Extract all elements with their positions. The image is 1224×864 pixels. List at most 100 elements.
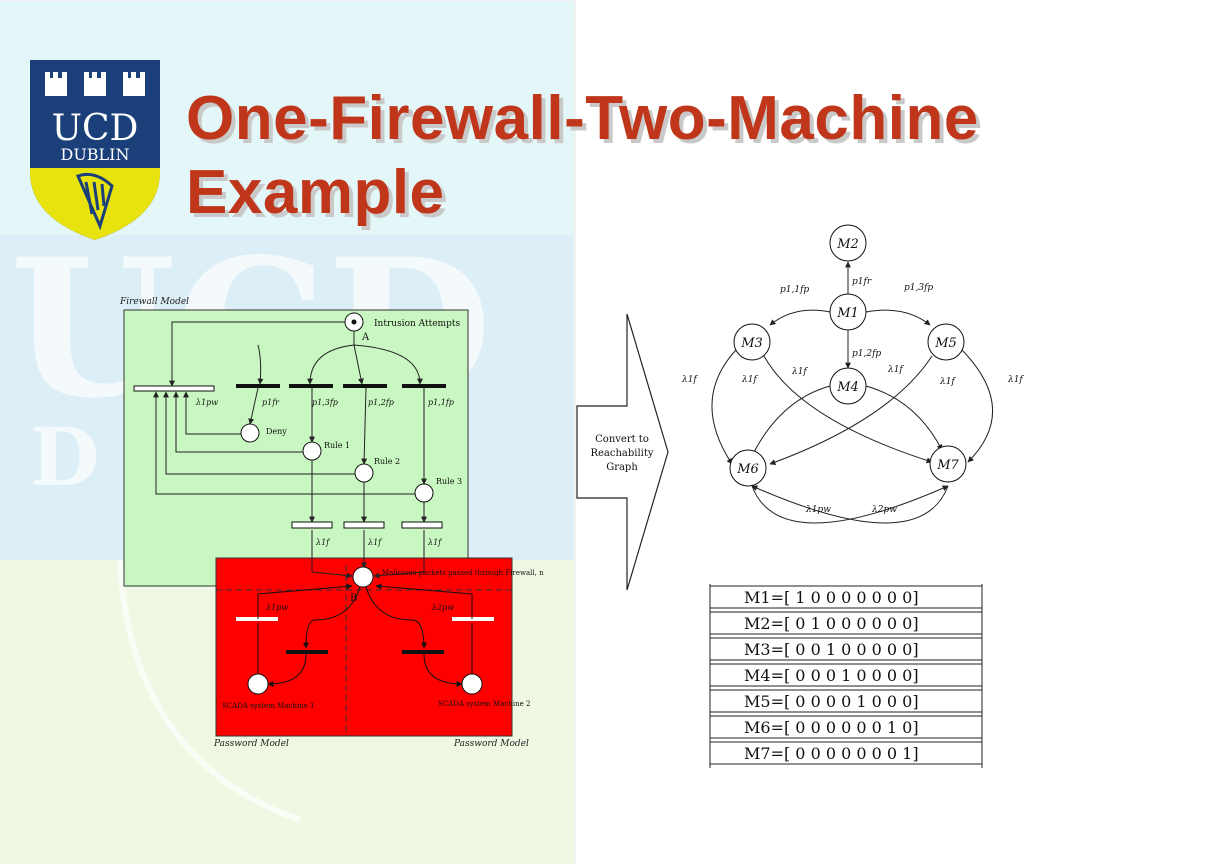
graph-node-m3-label: M3 [740,336,763,351]
place-rule2 [354,463,374,483]
transition-m1-pw [236,617,278,621]
t-lambda-pw-label: λ1pw [195,398,218,407]
place-malicious-label: Malicious packets passed through Firewal… [382,569,544,577]
place-rule1-label: Rule 1 [324,441,350,450]
marking-row [709,715,983,739]
place-rule3 [414,483,434,503]
marking-row-text: M6=[ 0 0 0 0 0 0 1 0] [744,718,919,737]
t-m1-lambda-label: λ1pw [265,603,288,612]
petri-net-diagram: Firewall Model Password Model Password M… [119,297,544,749]
marking-row [709,585,983,609]
place-b-label: B [350,593,357,604]
edge-label-lam-pw2: λ2pw [871,505,897,515]
place-deny [240,423,260,443]
marking-row [709,611,983,635]
logo-ucd-text: UCD [52,108,139,149]
t-p13-label: p1,3fp [312,398,338,407]
graph-node-m2: M2 [829,224,867,262]
firewall-model-label: Firewall Model [119,297,189,307]
svg-text:D: D [30,410,99,504]
edge-label-lam6: λ1f [1007,375,1024,385]
transition-lambda2 [343,521,385,529]
password-model-label-left: Password Model [213,739,289,749]
edge-label-lam5: λ1f [939,377,956,387]
t-p12-label: p1,2fp [368,398,394,407]
transition-p12 [343,384,387,388]
place-deny-label: Deny [266,427,287,436]
marking-row-text: M1=[ 1 0 0 0 0 0 0 0] [744,588,919,607]
castle-icon [45,72,145,96]
edge-label-p1fr: p1fr [852,277,872,287]
edge-label-lam-pw1: λ1pw [805,505,831,515]
marking-row-text: M5=[ 0 0 0 0 1 0 0 0] [744,692,919,711]
marking-row [709,663,983,687]
edge-label-lam1: λ1f [681,375,698,385]
logo-dublin-text: DUBLIN [60,145,129,164]
edge-label-lam2: λ1f [741,375,758,385]
marking-row-text: M4=[ 0 0 0 1 0 0 0 0] [744,666,919,685]
transition-pw [133,385,215,392]
place-b [352,566,374,588]
transition-lambda3 [401,521,443,529]
password-panel [215,557,513,737]
place-a-label: A [361,332,370,343]
marking-row [709,741,983,765]
graph-node-m7-label: M7 [936,458,959,473]
t-p11-label: p1,1fp [428,398,454,407]
password-model-label-right: Password Model [453,739,529,749]
slide-title: One-Firewall-Two-Machine Example [186,82,979,230]
transition-b-left [286,650,328,654]
transition-p13 [289,384,333,388]
marking-row-text: M2=[ 0 1 0 0 0 0 0 0] [744,614,919,633]
marking-row-text: M7=[ 0 0 0 0 0 0 0 1] [744,744,919,763]
t-lambda3-label: λ1f [427,538,443,547]
marking-row-text: M3=[ 0 0 1 0 0 0 0 0] [744,640,919,659]
graph-node-m4: M4 [829,367,867,405]
t-p1f-label: p1fr [262,398,280,407]
arrow-text-line1: Convert to [595,434,649,445]
graph-node-m3: M3 [733,323,771,361]
convert-arrow: Convert to Reachability Graph [576,313,669,591]
transition-p11 [402,384,446,388]
place-machine2-label: SCADA system Machine 2 [438,700,530,708]
place-machine1 [247,673,269,695]
place-machine1-label: SCADA system Machine 1 [222,702,314,710]
marking-table: M1=[ 1 0 0 0 0 0 0 0] M2=[ 0 1 0 0 0 0 0 … [709,584,983,768]
graph-node-m6-label: M6 [736,462,759,477]
graph-node-m5-label: M5 [934,336,957,351]
t-lambda1-label: λ1f [315,538,331,547]
marking-row [709,689,983,713]
graph-node-m6: M6 [729,449,767,487]
place-rule2-label: Rule 2 [374,457,400,466]
graph-node-m1: M1 [829,293,867,331]
edge-label-p13: p1,3fp [904,283,933,293]
arrow-text-line3: Graph [606,462,638,473]
graph-node-m2-label: M2 [836,237,859,252]
arrow-text-line2: Reachability [590,448,653,459]
place-rule3-label: Rule 3 [436,477,462,486]
t-lambda2-label: λ1f [367,538,383,547]
place-machine2 [461,673,483,695]
edge-label-lam3: λ1f [791,367,808,377]
firewall-panel [123,309,469,587]
transition-b-right [402,650,444,654]
graph-node-m4-label: M4 [836,380,859,395]
graph-node-m7: M7 [929,445,967,483]
edge-label-p11: p1,1fp [780,285,809,295]
transition-p1f [236,384,280,388]
place-intrusion-label: Intrusion Attempts [374,319,460,329]
graph-node-m5: M5 [927,323,965,361]
edge-label-lam4: λ1f [887,365,904,375]
reachability-graph: M2 M1 M3 M5 M4 M6 M7 p1fr p1,1fp p1,3fp … [681,224,1024,524]
edge-label-p12: p1,2fp [852,349,881,359]
transition-m2-pw [452,617,494,621]
t-m2-lambda-label: λ2pw [431,603,454,612]
marking-row [709,637,983,661]
transition-lambda1 [291,521,333,529]
ucd-logo: UCD DUBLIN [30,60,160,240]
graph-node-m1-label: M1 [836,306,859,321]
place-rule1 [302,441,322,461]
slide-title-line1: One-Firewall-Two-Machine [186,84,979,153]
harp-icon [75,172,114,231]
